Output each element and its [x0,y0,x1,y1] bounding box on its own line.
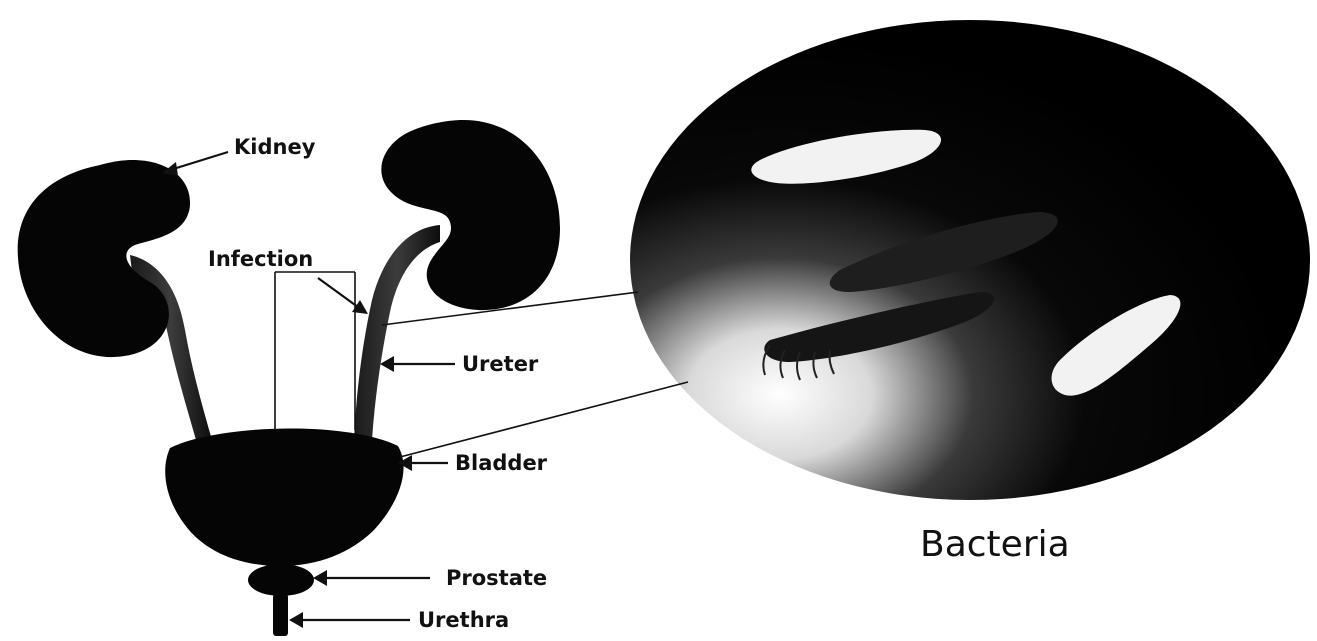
label-bladder: Bladder [455,451,548,475]
label-urethra: Urethra [418,608,509,632]
bladder [165,429,403,566]
left-kidney [18,160,190,357]
urethra [273,594,288,636]
label-ureter: Ureter [462,352,539,376]
prostate [248,564,314,596]
right-ureter [354,225,440,440]
label-bacteria: Bacteria [920,524,1070,565]
label-prostate: Prostate [446,566,547,590]
label-infection: Infection [208,247,313,271]
right-kidney [381,120,560,310]
urinary-tract [18,120,560,636]
label-kidney: Kidney [234,135,316,159]
bacteria-magnified-view [630,20,1310,500]
